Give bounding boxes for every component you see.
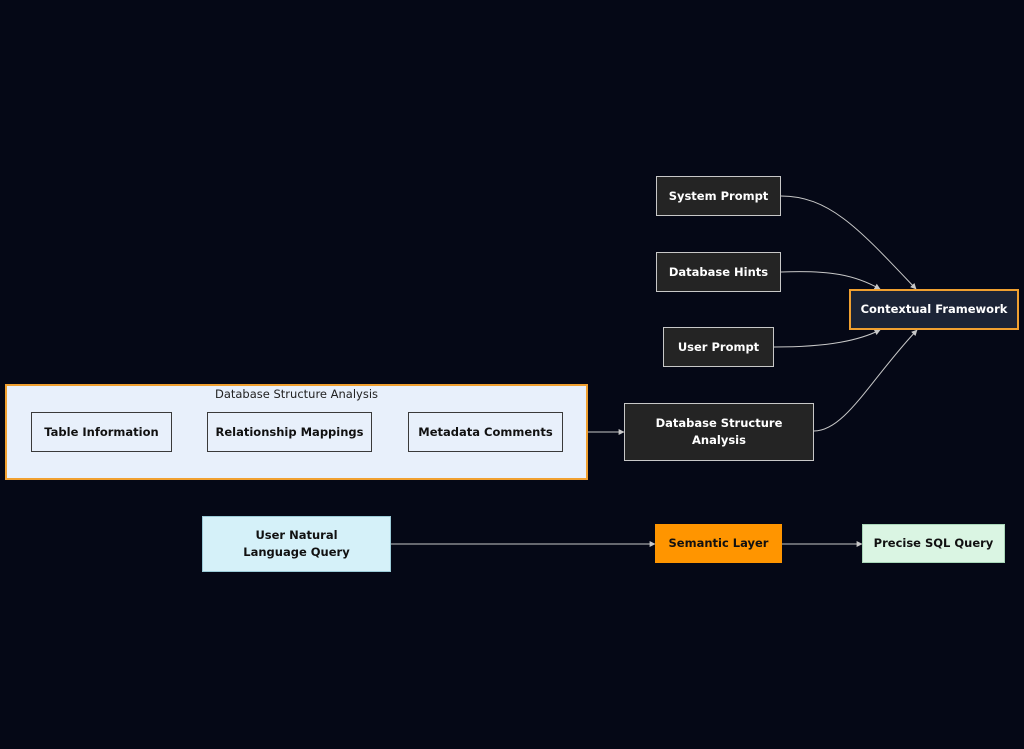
user-natural-language-query-node: User Natural Language Query	[202, 516, 391, 572]
table-information-node: Table Information	[31, 412, 172, 452]
edge-database-hints-to-framework	[780, 271, 881, 290]
semantic-layer-node: Semantic Layer	[655, 524, 782, 563]
database-hints-node: Database Hints	[656, 252, 781, 292]
edge-db-analysis-to-framework	[813, 329, 918, 432]
system-prompt-node: System Prompt	[656, 176, 781, 216]
precise-sql-query-node: Precise SQL Query	[862, 524, 1005, 563]
metadata-comments-node: Metadata Comments	[408, 412, 563, 452]
relationship-mappings-node: Relationship Mappings	[207, 412, 372, 452]
database-structure-analysis-node: Database Structure Analysis	[624, 403, 814, 461]
cluster-title: Database Structure Analysis	[214, 387, 379, 401]
user-prompt-node: User Prompt	[663, 327, 774, 367]
contextual-framework-node: Contextual Framework	[849, 289, 1019, 330]
edge-system-prompt-to-framework	[780, 195, 917, 290]
edge-user-prompt-to-framework	[773, 329, 881, 348]
